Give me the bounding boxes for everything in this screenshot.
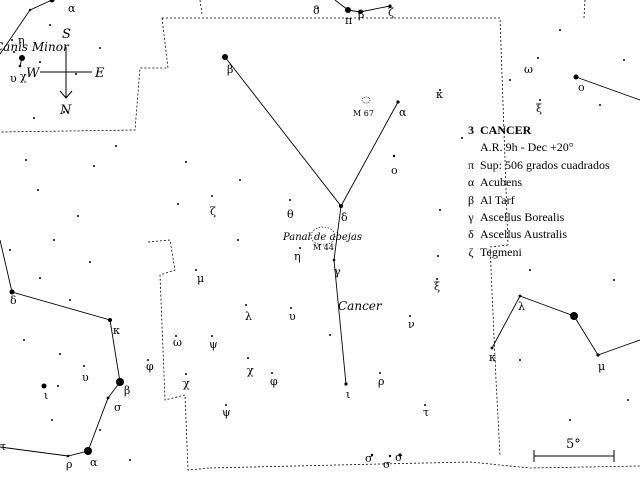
star-label: π <box>345 14 352 27</box>
star-label: σ <box>395 451 403 464</box>
star-label: ο <box>391 164 398 177</box>
star-label: ζ <box>388 6 394 19</box>
star-label: λ <box>518 300 525 313</box>
star-label: ζ <box>210 205 216 218</box>
star-label: η <box>294 250 301 263</box>
star-label: χ <box>247 364 254 377</box>
map-number: 3 <box>468 123 474 137</box>
info-symbol: α <box>467 175 475 190</box>
star-label: α <box>399 106 407 119</box>
star-label: υ <box>289 310 296 323</box>
compass-north-label: N <box>59 103 72 118</box>
scale-bar <box>533 450 615 462</box>
info-panel: 3 CANCER A.R. 9h - Dec +20° π Sup: 506 g… <box>462 122 640 261</box>
info-row: ζ Tegmeni <box>462 244 640 261</box>
star-label: ι <box>346 388 350 401</box>
star-label: κ <box>436 88 443 101</box>
info-row: π Sup: 506 grados cuadrados <box>462 157 640 174</box>
star-label: δ <box>341 211 348 224</box>
praesepe-label: Panal de abejas <box>282 232 362 243</box>
star-label: α <box>68 2 76 15</box>
star-label: θ <box>287 208 294 221</box>
star-label: λ <box>245 310 252 323</box>
info-text: A.R. 9h - Dec +20° <box>480 140 574 155</box>
info-symbol: π <box>467 157 475 172</box>
star-label: χ <box>20 70 27 83</box>
info-row: β Al Tarf <box>462 192 640 209</box>
compass-rose-icon <box>40 47 92 99</box>
info-text: Tegmeni <box>480 244 522 259</box>
info-symbol <box>462 139 480 156</box>
compass-east-label: E <box>94 66 105 81</box>
info-text: Sup: 506 grados cuadrados <box>480 157 610 172</box>
star-label: ψ <box>209 338 218 351</box>
star-label: ξ <box>434 280 440 293</box>
star-label: ι <box>44 389 48 402</box>
star-labels: β α δ γ ι ο ζ θ η μ λ υ ν ξ ω ψ φ χ φ χ … <box>0 2 605 471</box>
star-label: χ <box>183 377 190 390</box>
m67-cluster-icon <box>361 96 371 104</box>
m44-label: M 44 <box>313 243 334 252</box>
map-title-name: CANCER <box>480 123 532 137</box>
star-label: φ <box>270 375 278 388</box>
star-label: γ <box>334 265 341 278</box>
star-label: κ <box>489 351 496 364</box>
star-label: α <box>90 456 98 469</box>
star-label: ο <box>578 81 585 94</box>
info-text: Ascellus Australis <box>480 227 567 242</box>
info-row: γ Ascellus Borealis <box>462 209 640 226</box>
info-row: A.R. 9h - Dec +20° <box>462 139 640 156</box>
compass-west-label: W <box>26 66 41 81</box>
star-label: υ <box>82 371 89 384</box>
m67-label: M 67 <box>353 109 374 118</box>
star-label: ρ <box>378 375 384 388</box>
star-label: β <box>227 63 233 76</box>
info-row: α Acubens <box>462 174 640 191</box>
star-label: β <box>358 8 364 21</box>
deep-sky-objects <box>310 96 371 246</box>
compass-south-label: S <box>62 27 71 42</box>
info-row: δ Ascellus Australis <box>462 226 640 243</box>
stars <box>9 0 629 461</box>
star-label: κ <box>113 324 120 337</box>
info-text: Ascellus Borealis <box>480 210 565 225</box>
star-label: η <box>18 34 25 47</box>
star-label: β <box>124 384 130 397</box>
star-label: σ <box>114 401 122 414</box>
star-label: ξ <box>536 102 542 115</box>
star-label: ω <box>173 336 182 349</box>
info-symbol: ζ <box>468 244 474 259</box>
info-text: Al Tarf <box>480 192 515 207</box>
star-label: τ <box>0 440 6 453</box>
map-title: 3 CANCER <box>462 122 640 139</box>
star-label: ω <box>524 63 533 76</box>
info-symbol: δ <box>468 227 474 242</box>
star-label: τ <box>423 406 429 419</box>
info-text: Acubens <box>480 175 522 190</box>
star-label: μ <box>197 272 204 285</box>
star-label: φ <box>146 360 154 373</box>
constellation-name-label: Cancer <box>338 299 383 313</box>
star-label: υ <box>10 72 17 85</box>
info-symbol: β <box>467 192 475 207</box>
praesepe-cluster-icon <box>310 226 336 246</box>
star-label: μ <box>598 360 605 373</box>
star-label: δ <box>313 4 320 17</box>
star-label: σ <box>365 452 373 465</box>
info-symbol: γ <box>468 210 474 225</box>
neighbor-constellation-label: Canis Minor <box>0 40 70 54</box>
star-label: δ <box>10 294 17 307</box>
star-label: ρ <box>66 458 72 471</box>
star-label: σ <box>383 458 391 471</box>
star-label: ψ <box>222 406 231 419</box>
scale-label: 5° <box>566 437 581 452</box>
star-label: ν <box>408 318 415 331</box>
